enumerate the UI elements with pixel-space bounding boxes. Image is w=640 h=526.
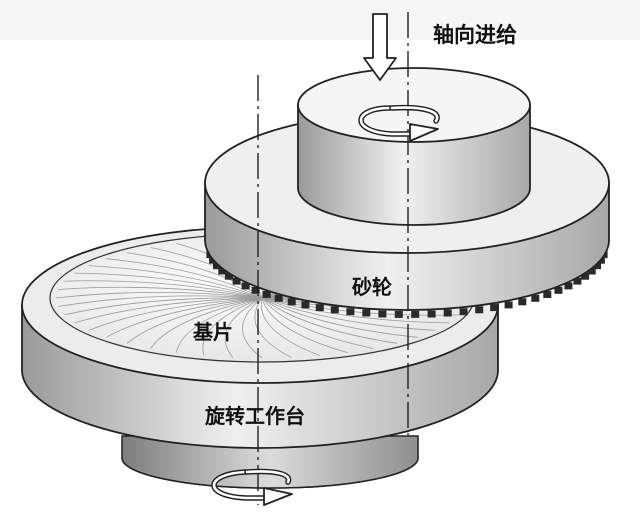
wafer-mark [261,297,450,324]
wafer-mark [55,291,263,299]
wheel-segment [262,291,271,298]
wafer-mark [64,280,263,299]
wheel-segment [490,304,499,312]
wheel-segment [301,301,310,309]
wafer-mark [176,297,263,353]
wafer-mark [261,297,374,349]
wafer-mark [224,297,263,358]
wafer-mark [150,297,263,349]
wheel-segment [427,310,436,318]
wheel-segment [443,309,452,317]
wheel-segment [232,277,241,285]
wheel-segment [346,308,355,316]
top-strip [0,0,640,40]
wheel-segment [554,286,563,294]
rotation-arrow-icon [211,468,293,506]
wafer-mark [74,272,263,299]
wafer-mark [74,297,263,324]
wafer-mark [106,297,263,338]
wheel-segment [218,267,227,275]
wheel-segment [543,291,552,298]
wheel-segment [459,308,468,316]
wheel-segment [411,310,420,318]
wafer-mark [106,258,263,299]
wafer-mark [261,297,348,353]
wheel-segment [287,298,296,306]
wafer-mark [261,297,397,344]
wheel-segment [274,294,283,302]
wheel-segment [330,306,339,314]
wafer-mark [58,295,263,307]
wheel-segment [241,282,250,290]
wafer-mark [261,297,436,331]
hub-top [297,67,531,143]
wheel-segment [518,298,527,306]
wafer-mark [88,265,263,299]
wheel-segment [573,277,582,285]
wheel-segment [564,282,573,290]
wafer-label: 基片 [193,320,233,344]
axial-feed-label: 轴向进给 [433,23,517,47]
wafer-mark [261,297,418,338]
wafer-mark [202,297,263,356]
wheel-segment [475,306,484,314]
wheel-segment [315,304,324,312]
rotation-arrow-icon [358,104,440,142]
wheel-segment [593,262,601,270]
wheel-segment [251,286,260,294]
wafer-mark [88,297,263,331]
wheel-segment [504,301,513,309]
wheel-segment [581,272,590,280]
rotary-table-label: 旋转工作台 [205,404,305,428]
wafer-mark [242,297,263,359]
grinding-wheel-label: 砂轮 [352,275,392,299]
wheel-segment [224,272,233,280]
wheel-segment [587,267,596,275]
wafer-mark [260,297,321,356]
wheel-segment [378,310,387,318]
wheel-segment [213,262,221,270]
wheel-segment [394,310,403,318]
feed-arrow-icon [363,13,397,81]
wafer-mark [58,286,263,299]
wafer-mark [126,297,263,344]
wafer-mark [64,297,263,316]
wheel-segment [362,309,371,317]
wheel-segment [531,294,540,302]
